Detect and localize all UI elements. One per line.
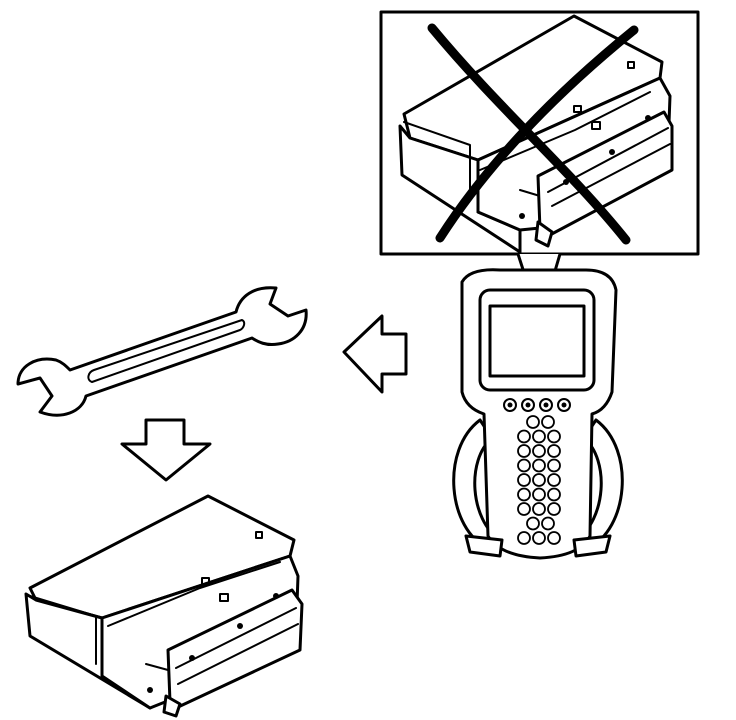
scan-tool-function-buttons [503,398,571,412]
module-screw [237,623,243,629]
scan-tool-key [532,531,546,545]
module-screw [609,149,615,155]
scan-tool-function-button-dot [561,402,567,408]
scan-tool-key [517,429,531,444]
scan-tool-screen [488,304,586,378]
scan-tool-key [532,473,546,487]
scan-tool-key [532,429,546,444]
scan-tool-function-button-dot [507,402,513,408]
scan-tool-key [517,531,531,545]
scan-tool-key [532,444,546,458]
module-tab-2 [201,577,210,585]
scan-tool-key [526,415,540,429]
wrench-groove [87,319,246,383]
module-screw-3 [189,655,195,661]
module-rail [107,561,281,627]
connector-line-2 [551,143,671,207]
scan-tool-key [541,516,555,531]
scan-tool-key [532,487,546,502]
scan-tool-foot-left [464,534,504,558]
x-cross-icon-stroke-b [435,25,639,243]
scan-tool-key [517,458,531,473]
module-screw-2 [273,593,279,599]
module-bracket [162,694,182,718]
module-bracket [534,220,554,248]
arrow-left-icon [342,314,408,394]
module-screw-4 [147,687,153,693]
scan-tool-key [541,415,555,429]
scan-tool-key [547,531,561,545]
wrench-icon [16,286,308,417]
module-rail [479,91,651,171]
scan-tool-key [547,502,561,516]
scan-tool-key [547,487,561,502]
module-tab-3 [627,61,635,69]
module-edge [403,121,471,197]
module-tab-2 [573,105,582,113]
connector-line [175,607,297,669]
scan-tool-key [517,444,531,458]
scan-tool-key [532,502,546,516]
scan-tool-key [547,473,561,487]
scan-tool-bezel [478,288,596,392]
scan-tool-function-button-dot [525,402,531,408]
scan-tool-key [547,458,561,473]
scan-tool-key [517,487,531,502]
scan-tool-body [460,268,618,560]
scan-tool-key [547,429,561,444]
scan-tool-key [517,473,531,487]
scan-tool-foot-right [572,534,612,558]
module-tab-3 [255,531,263,539]
scan-tool-function-button-dot [543,402,549,408]
scan-tool-keypad [517,415,561,545]
connector-line-2 [177,623,299,685]
scan-tool-key [526,516,540,531]
wrench-outline [16,286,308,417]
callout-module-ecu-module-icon [398,14,674,254]
scan-tool-icon [452,268,624,560]
scan-tool-key [517,502,531,516]
module-tab [219,593,229,602]
scan-tool-key [532,458,546,473]
module-screw-2 [645,115,651,121]
module-tab [591,121,601,130]
module-screw-4 [519,213,525,219]
scan-tool-key [547,444,561,458]
module-screw-3 [563,179,569,185]
module-edge [29,595,97,665]
arrow-down-icon [120,418,212,482]
callout-box [379,10,700,324]
x-cross-icon-stroke-a [427,23,631,245]
replacement-ecu-module-icon [24,494,304,718]
